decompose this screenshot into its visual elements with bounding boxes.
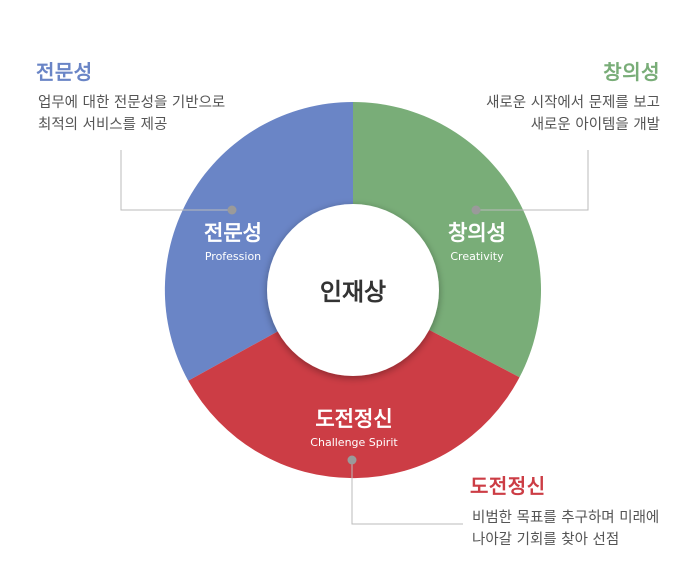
callout-desc-line: 나아갈 기회를 찾아 선점 xyxy=(472,532,620,548)
marker-dot-profession xyxy=(227,205,237,215)
callout-title-profession: 전문성 xyxy=(36,60,93,84)
marker-dot-creativity xyxy=(471,205,481,215)
callout-desc-profession: 업무에 대한 전문성을 기반으로 최적의 서비스를 제공 xyxy=(38,92,225,136)
marker-dot-challenge xyxy=(347,455,357,465)
connector-profession xyxy=(120,150,232,211)
segment-subtitle-challenge: Challenge Spirit xyxy=(310,436,398,449)
connector-creativity xyxy=(476,150,589,211)
callout-desc-line: 새로운 시작에서 문제를 보고 xyxy=(486,95,660,111)
center-circle xyxy=(267,204,439,376)
callout-desc-line: 새로운 아이템을 개발 xyxy=(530,117,660,133)
segment-title-creativity: 창의성 xyxy=(448,221,506,245)
segment-title-profession: 전문성 xyxy=(204,221,262,245)
segment-subtitle-profession: Profession xyxy=(205,250,261,263)
segment-challenge xyxy=(188,290,520,479)
callout-title-challenge: 도전정신 xyxy=(470,474,546,498)
center-label: 인재상 xyxy=(320,278,386,306)
callout-desc-line: 비범한 목표를 추구하며 미래에 xyxy=(472,510,660,526)
callout-desc-line: 최적의 서비스를 제공 xyxy=(38,117,168,133)
callout-desc-challenge: 비범한 목표를 추구하며 미래에 나아갈 기회를 찾아 선점 xyxy=(472,507,659,551)
callout-desc-creativity: 새로운 시작에서 문제를 보고 새로운 아이템을 개발 xyxy=(486,92,660,136)
connector-challenge xyxy=(351,460,463,525)
callout-title-creativity: 창의성 xyxy=(603,60,660,84)
segment-title-challenge: 도전정신 xyxy=(315,407,392,431)
segment-subtitle-creativity: Creativity xyxy=(450,250,504,263)
callout-desc-line: 업무에 대한 전문성을 기반으로 xyxy=(38,95,226,111)
